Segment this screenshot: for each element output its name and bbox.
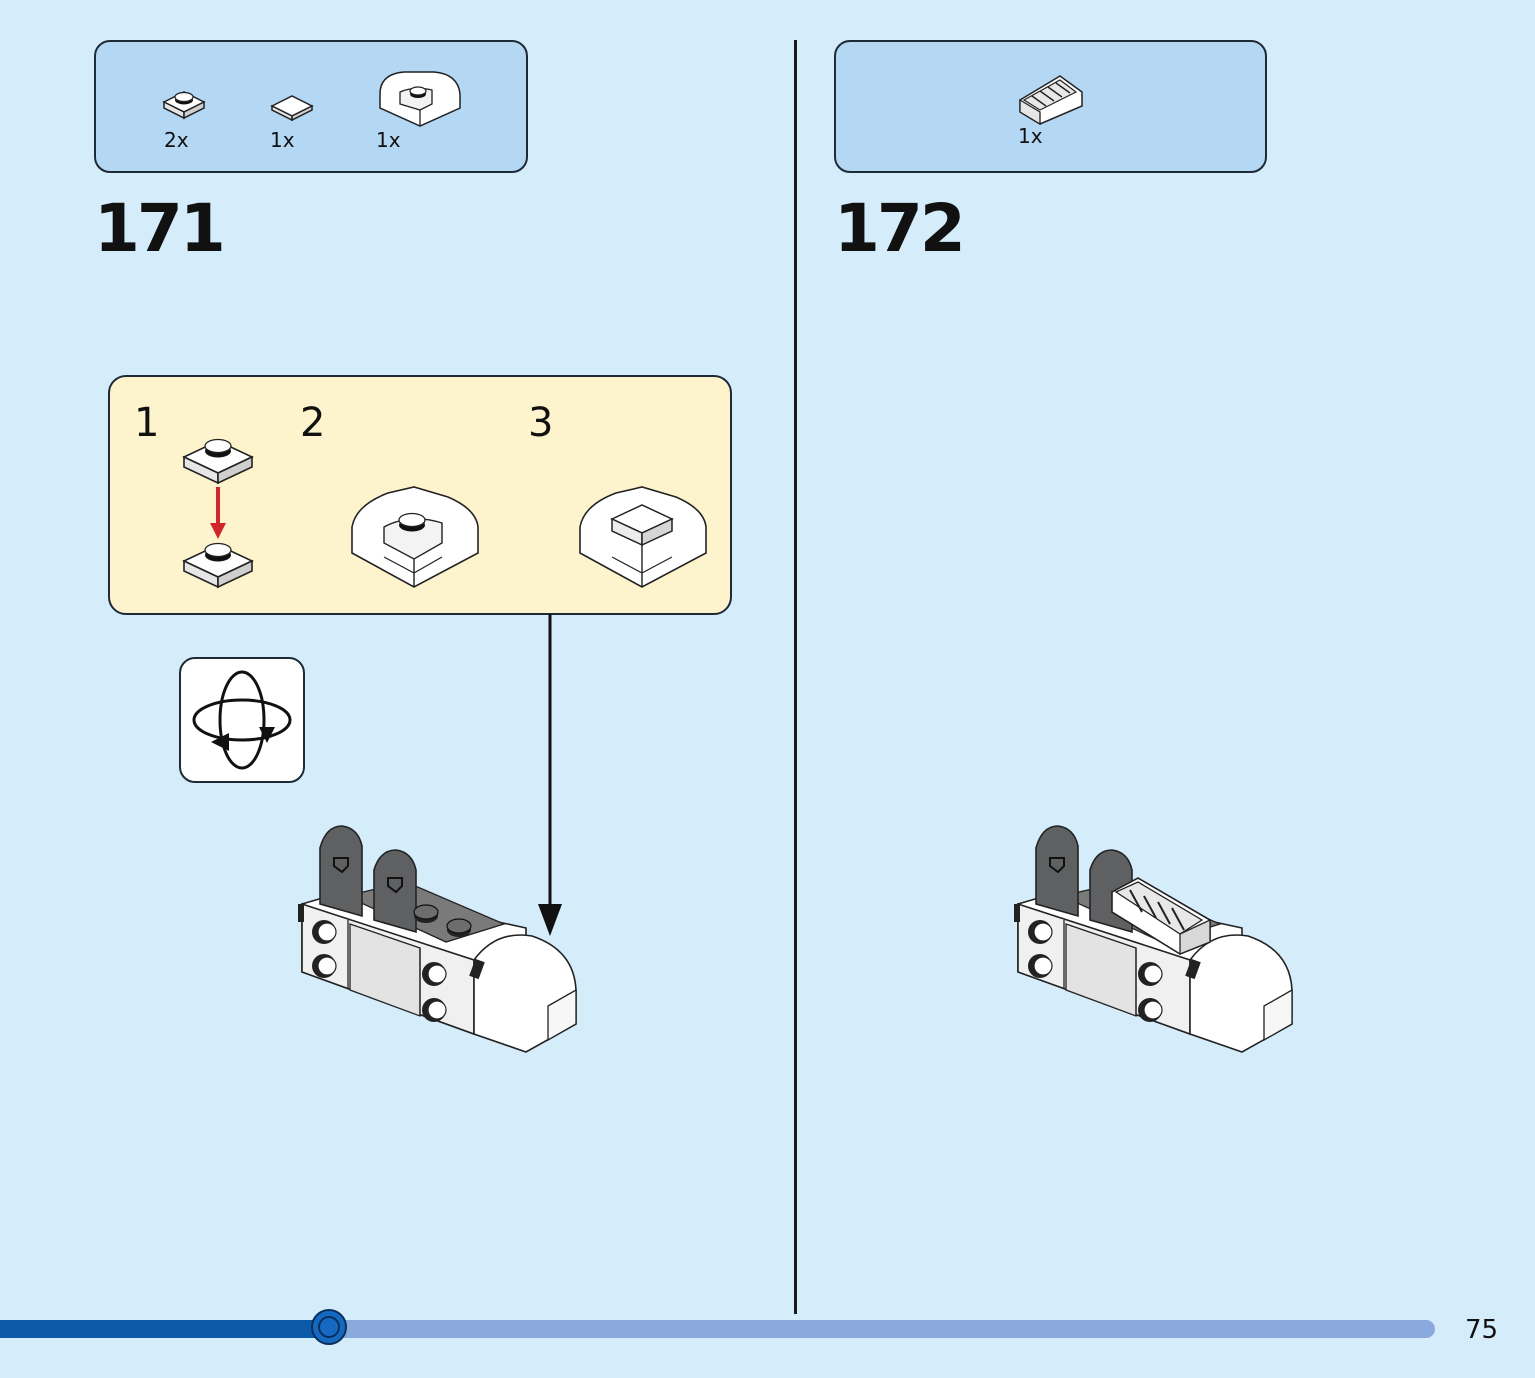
progress-knob xyxy=(311,1309,348,1345)
sub-assembly-callout: 1 2 3 xyxy=(108,375,732,615)
part-qty-2: 1x xyxy=(270,128,295,152)
part-qty-3: 1x xyxy=(376,128,401,152)
progress-bar xyxy=(0,1309,1435,1345)
step-number-171: 171 xyxy=(94,190,226,267)
page-number: 75 xyxy=(1465,1315,1499,1345)
plate-stack-icon xyxy=(182,438,254,589)
curved-brick-stud-icon xyxy=(351,486,479,588)
curved-brick-tile-icon xyxy=(579,486,707,588)
sub-step-2: 2 xyxy=(300,400,326,446)
step-number-172: 172 xyxy=(834,190,966,267)
rotate-icon xyxy=(192,670,292,770)
placement-arrow xyxy=(538,614,562,936)
rotate-model-callout xyxy=(179,657,305,783)
model-assembly-171 xyxy=(298,825,577,1053)
part-qty-172: 1x xyxy=(1018,124,1043,148)
round-plate-1x1-icon xyxy=(162,91,206,120)
model-assembly-172 xyxy=(1014,825,1293,1053)
slope-grille-icon xyxy=(1019,75,1083,126)
page-divider xyxy=(794,40,797,1314)
tile-1x1-icon xyxy=(270,95,314,122)
parts-callout-172: 1x xyxy=(834,40,1267,173)
parts-callout-171: 2x 1x 1x xyxy=(94,40,528,173)
progress-fill xyxy=(0,1320,330,1338)
sub-step-3: 3 xyxy=(528,400,554,446)
part-qty-1: 2x xyxy=(164,128,189,152)
curved-brick-icon xyxy=(379,71,461,127)
sub-step-1: 1 xyxy=(134,400,160,446)
